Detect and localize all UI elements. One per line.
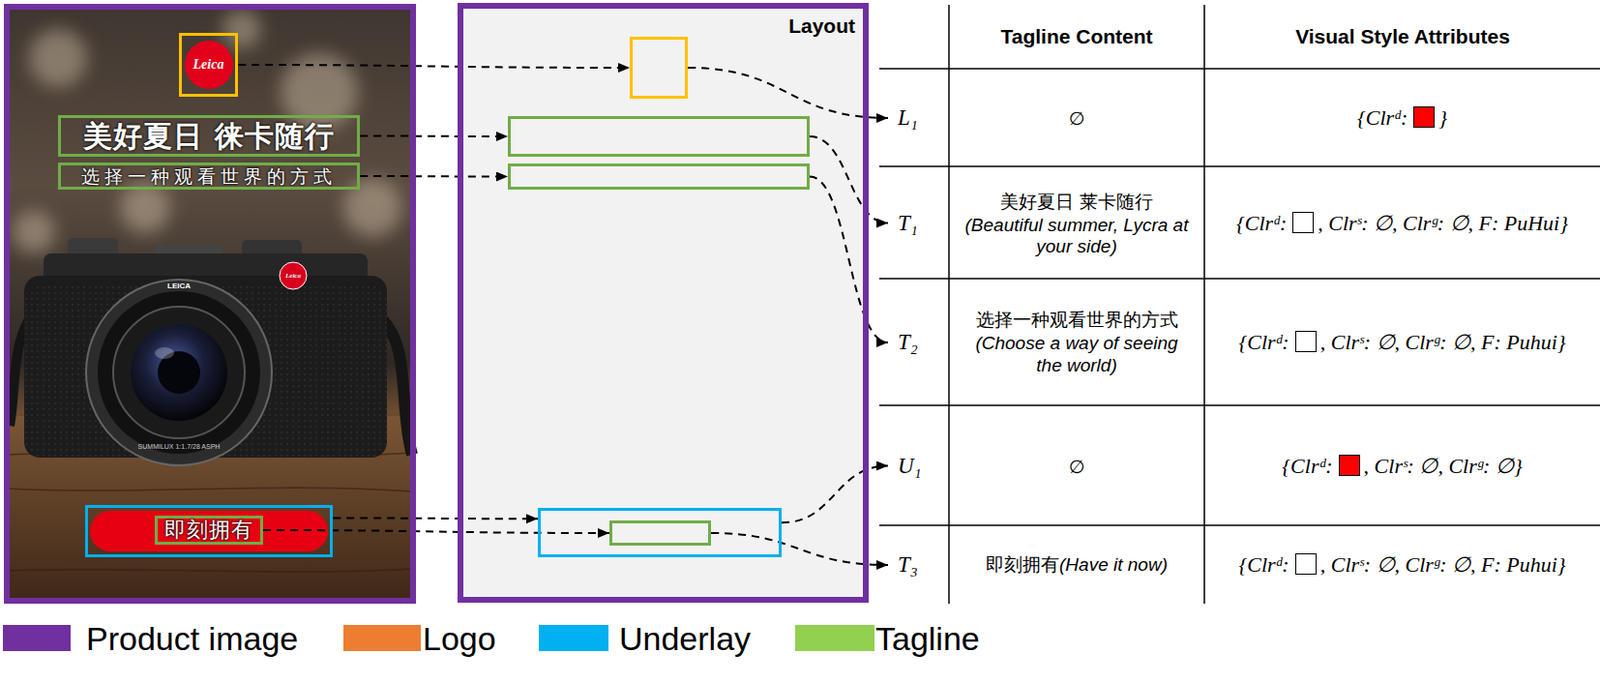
row-label-cell: T₂: [888, 329, 949, 356]
row-label: T₁: [897, 210, 919, 236]
layout-canvas: [463, 8, 863, 597]
attribute-text: , Clrˢ: ∅, Clrᵍ: ∅}: [1363, 453, 1523, 478]
attribute-text: , Clrˢ: ∅, Clrᵍ: ∅, F: Puhui}: [1320, 552, 1567, 577]
product-photo: [6, 6, 414, 601]
attribute-cell: {Clrᵈ: , Clrˢ: ∅, Clrᵍ: ∅, F: Puhui}: [1204, 329, 1600, 356]
tagline-content: 即刻拥有: [985, 553, 1060, 575]
attribute-cell: {Clrᵈ: , Clrˢ: ∅, Clrᵍ: ∅}: [1204, 453, 1600, 479]
color-swatch: [1338, 454, 1361, 476]
layout-tagline-box: [609, 520, 712, 546]
column-header: Visual Style Attributes: [1295, 25, 1511, 49]
content-cell: 选择一种观看世界的方式(Choose a way of seeing the w…: [948, 307, 1205, 377]
table-row: T₂ 选择一种观看世界的方式(Choose a way of seeing the…: [888, 279, 1600, 406]
layout-tagline-box: [507, 163, 810, 190]
attribute-text: {Clrᵈ:: [1357, 105, 1408, 130]
underlay-box: 即刻拥有: [85, 504, 333, 558]
dashed-connector: [263, 530, 610, 534]
attribute-cell: {Clrᵈ:}: [1204, 105, 1600, 131]
dashed-connector: [359, 135, 508, 139]
attribute-line: {Clrᵈ: , Clrˢ: ∅, Clrᵍ: ∅, F: PuHui}: [1236, 210, 1569, 236]
table-row: T₃ 即刻拥有(Have it now) {Clrᵈ: , Clrˢ: ∅, Clrᵍ…: [888, 526, 1600, 604]
dashed-connector: [809, 136, 889, 224]
content-cell: 美好夏日 莱卡随行(Beautiful summer, Lycra at you…: [948, 189, 1205, 258]
legend-swatch: [795, 624, 875, 652]
table-row: L₁ ∅ {Clrᵈ:}: [888, 69, 1600, 167]
tagline-text: 选择一种观看世界的方式: [81, 166, 337, 187]
dashed-connector: [809, 177, 889, 344]
table-row: U₁ ∅ {Clrᵈ: , Clrˢ: ∅, Clrᵍ: ∅}: [888, 406, 1600, 526]
row-label: U₁: [897, 453, 922, 478]
row-label-cell: U₁: [888, 453, 949, 479]
tagline-content: 美好夏日 莱卡随行: [960, 189, 1193, 215]
content-cell: ∅: [948, 107, 1205, 129]
panel-title: Layout: [788, 14, 856, 38]
table-row: T₁ 美好夏日 莱卡随行(Beautiful summer, Lycra at y…: [888, 167, 1600, 279]
tagline-box: 美好夏日 徕卡随行: [58, 115, 360, 157]
logo-box: Leica: [178, 32, 238, 97]
logo-mark: Leica: [184, 40, 234, 89]
layout-panel: Layout: [457, 2, 869, 603]
tagline-content: ∅: [960, 455, 1193, 477]
attribute-line: {Clrᵈ: , Clrˢ: ∅, Clrᵍ: ∅, F: Puhui}: [1238, 552, 1566, 577]
legend-text: Product image: [86, 619, 298, 657]
row-label-cell: L₁: [888, 105, 949, 131]
row-label: T₂: [897, 329, 919, 355]
attribute-text: , Clrˢ: ∅, Clrᵍ: ∅, F: PuHui}: [1317, 210, 1569, 236]
row-label: L₁: [897, 105, 919, 130]
layout-logo-box: [629, 36, 688, 99]
layout-tagline-box: [507, 116, 810, 157]
attribute-text: {Clrᵈ:: [1236, 210, 1287, 236]
dashed-connector: [359, 175, 508, 178]
tagline-content: (Have it now): [1059, 554, 1168, 575]
column-header: Tagline Content: [1000, 25, 1153, 49]
attribute-line: {Clrᵈ: , Clrˢ: ∅, Clrᵍ: ∅}: [1281, 453, 1522, 478]
row-label: T₃: [897, 552, 919, 577]
table-grid: [879, 4, 1600, 604]
attribute-text: , Clrˢ: ∅, Clrᵍ: ∅, F: Puhui}: [1320, 329, 1567, 355]
content-cell: ∅: [948, 455, 1205, 477]
dashed-connector: [781, 466, 889, 524]
tagline-content: ∅: [960, 107, 1193, 129]
row-label-cell: T₃: [888, 552, 949, 578]
content-cell: 即刻拥有(Have it now): [948, 552, 1205, 578]
dashed-connector: [332, 517, 538, 521]
attribute-cell: {Clrᵈ: , Clrˢ: ∅, Clrᵍ: ∅, F: Puhui}: [1204, 552, 1600, 578]
tagline-box: 选择一种观看世界的方式: [58, 162, 360, 190]
lens-ring-text: LEICA: [167, 281, 191, 291]
tagline-text: 即刻拥有: [164, 518, 254, 542]
product-image-panel: Leica 美好夏日 徕卡随行选择一种观看世界的方式即刻拥有: [3, 3, 416, 604]
row-label-cell: T₁: [888, 210, 949, 237]
attribute-line: {Clrᵈ:}: [1357, 105, 1448, 130]
attribute-line: {Clrᵈ: , Clrˢ: ∅, Clrᵍ: ∅, F: Puhui}: [1238, 329, 1566, 355]
color-swatch: [1295, 330, 1317, 353]
attribute-text: {Clrᵈ:: [1238, 329, 1289, 355]
tagline-content: (Choose a way of seeing the world): [975, 332, 1178, 376]
attribute-text: }: [1438, 105, 1448, 130]
lens-ring-text: SUMMILUX 1:1.7/28 ASPH: [138, 443, 221, 450]
color-swatch: [1295, 553, 1317, 575]
layout-underlay-box: [537, 507, 782, 558]
color-swatch: [1413, 106, 1435, 128]
tagline-content: 选择一种观看世界的方式: [976, 308, 1179, 330]
legend-swatch: [2, 624, 71, 652]
legend-text: Tagline: [875, 619, 980, 657]
tagline-text: 美好夏日 徕卡随行: [83, 119, 334, 152]
dashed-connector: [687, 67, 889, 119]
legend-swatch: [538, 624, 609, 652]
legend-swatch: [343, 624, 421, 652]
tagline-content: (Beautiful summer, Lycra at your side): [960, 214, 1193, 258]
attribute-text: {Clrᵈ:: [1281, 453, 1333, 478]
attribute-text: {Clrᵈ:: [1238, 552, 1289, 577]
color-swatch: [1292, 211, 1314, 234]
legend-text: Underlay: [619, 619, 751, 657]
legend-text: Logo: [422, 619, 497, 657]
tagline-box: 即刻拥有: [154, 515, 264, 545]
attribute-cell: {Clrᵈ: , Clrˢ: ∅, Clrᵍ: ∅, F: PuHui}: [1204, 210, 1600, 237]
dashed-connector: [237, 64, 630, 68]
camera-badge-text: Leica: [285, 271, 301, 280]
dashed-connector: [711, 533, 889, 565]
